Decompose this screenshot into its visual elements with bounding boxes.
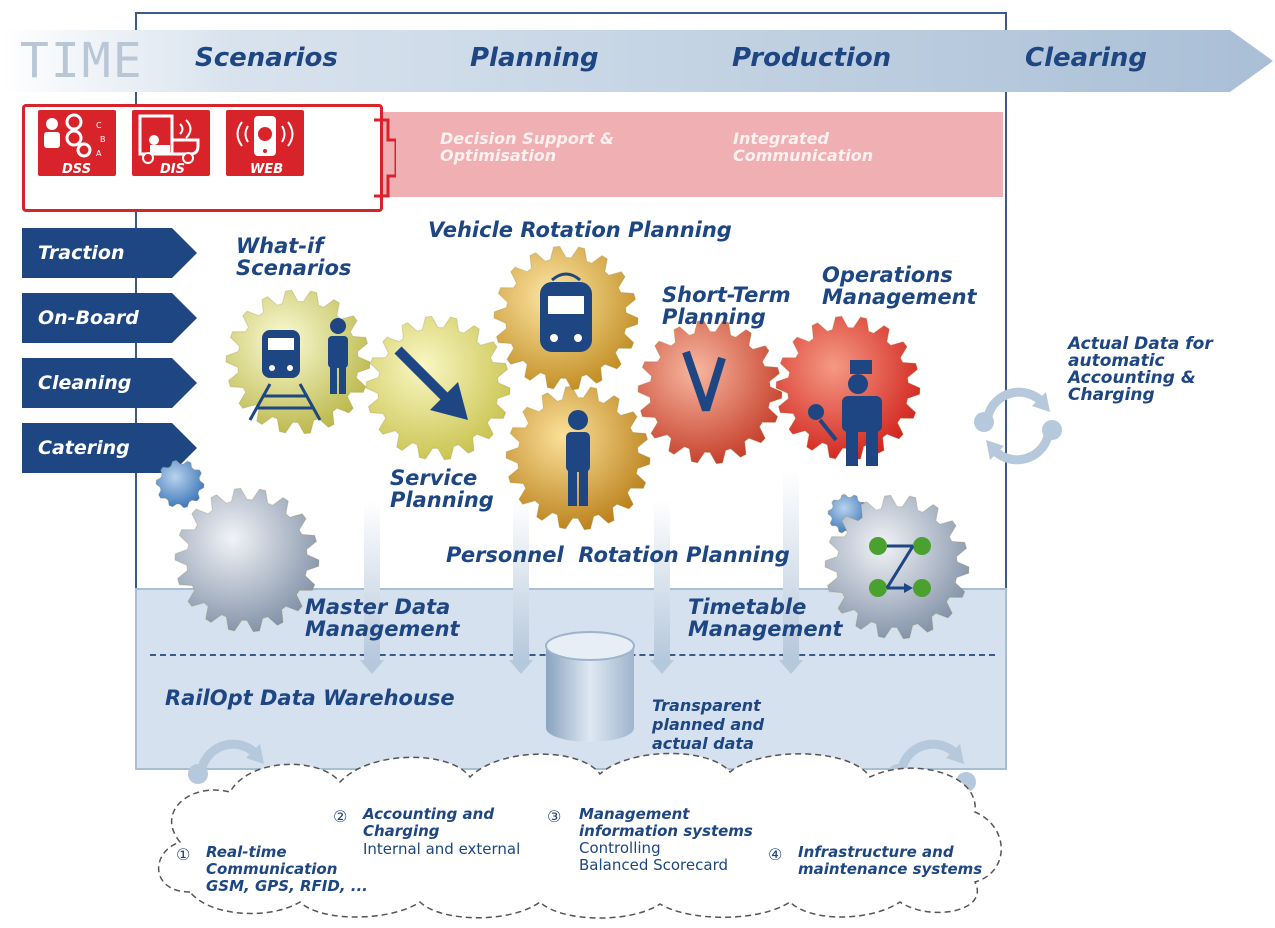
catering-arrow [22, 423, 197, 473]
arrow-down-right-icon [394, 346, 468, 420]
cycle-icon-right [974, 387, 1062, 465]
web-icon [236, 116, 294, 156]
external-systems-cloud [157, 752, 1002, 919]
on-board-arrow [22, 293, 197, 343]
integrated-communication-text: Integrated Communication [733, 129, 874, 165]
system-1-detail: GSM, GPS, RFID, ... [206, 877, 368, 895]
actual-data-label: Actual Data for automatic Accounting & C… [1068, 334, 1213, 405]
svg-text:B: B [100, 135, 106, 144]
small-gear-1 [155, 459, 205, 509]
vehicle-rotation-label: Vehicle Rotation Planning [428, 218, 732, 242]
dss-tool: C B A [38, 110, 116, 176]
warehouse-note: Transparent planned and actual data [652, 696, 765, 753]
dis-icon [138, 114, 200, 164]
dispatcher-icon [808, 360, 882, 466]
traction-arrow [22, 228, 197, 278]
system-4-number: ④ [768, 845, 783, 864]
phase-scenarios: Scenarios [195, 43, 338, 73]
timetable-flow-icon [869, 537, 931, 597]
area-catering: Catering [38, 437, 130, 459]
dss-icon: C B A [44, 113, 106, 158]
train-person-icon [248, 318, 348, 421]
web-label: WEB [250, 162, 284, 177]
cleaning-arrow [22, 358, 197, 408]
system-3-title: Management information systems [579, 805, 753, 840]
database-icon [545, 631, 635, 742]
timetable-label: Timetable Management [688, 595, 843, 641]
system-3-number: ③ [547, 807, 562, 826]
system-2-number: ② [333, 807, 348, 826]
phase-production: Production [732, 43, 892, 73]
short-term-label: Short-Term Planning [662, 283, 791, 329]
master-data-gear [174, 487, 320, 633]
personnel-rotation-label: Personnel Rotation Planning [446, 543, 790, 567]
dis-label: DIS [160, 162, 185, 177]
decision-support-text: Decision Support & Optimisation [440, 129, 614, 165]
what-if-label: What-if Scenarios [236, 234, 352, 280]
warehouse-title: RailOpt Data Warehouse [165, 686, 455, 710]
system-1-number: ① [176, 845, 191, 864]
phase-planning: Planning [470, 43, 599, 73]
phase-clearing: Clearing [1025, 43, 1148, 73]
system-1-title: Real-time Communication [206, 843, 338, 878]
system-2-detail: Internal and external [363, 840, 521, 858]
dis-tool [132, 110, 210, 176]
svg-text:C: C [96, 121, 102, 130]
time-arrow [0, 30, 1273, 92]
system-3-detail: Controlling Balanced Scorecard [579, 839, 728, 874]
area-traction: Traction [38, 242, 125, 264]
area-on-board: On-Board [38, 307, 139, 329]
bracket-shape [374, 118, 396, 198]
operations-label: Operations Management [822, 263, 977, 309]
svg-text:A: A [96, 149, 102, 158]
system-4-title: Infrastructure and maintenance systems [798, 843, 983, 878]
dss-label: DSS [62, 162, 92, 177]
time-label: TIME [20, 33, 144, 89]
person-icon [566, 410, 590, 506]
master-data-label: Master Data Management [305, 595, 460, 641]
timetable-gear [824, 494, 970, 640]
area-cleaning: Cleaning [38, 372, 132, 394]
system-2-title: Accounting and Charging [363, 805, 495, 840]
web-tool [226, 110, 304, 176]
service-planning-label: Service Planning [390, 466, 494, 512]
operations-gear [775, 315, 921, 461]
train-icon [540, 272, 592, 352]
clock-hand-icon [682, 350, 726, 412]
